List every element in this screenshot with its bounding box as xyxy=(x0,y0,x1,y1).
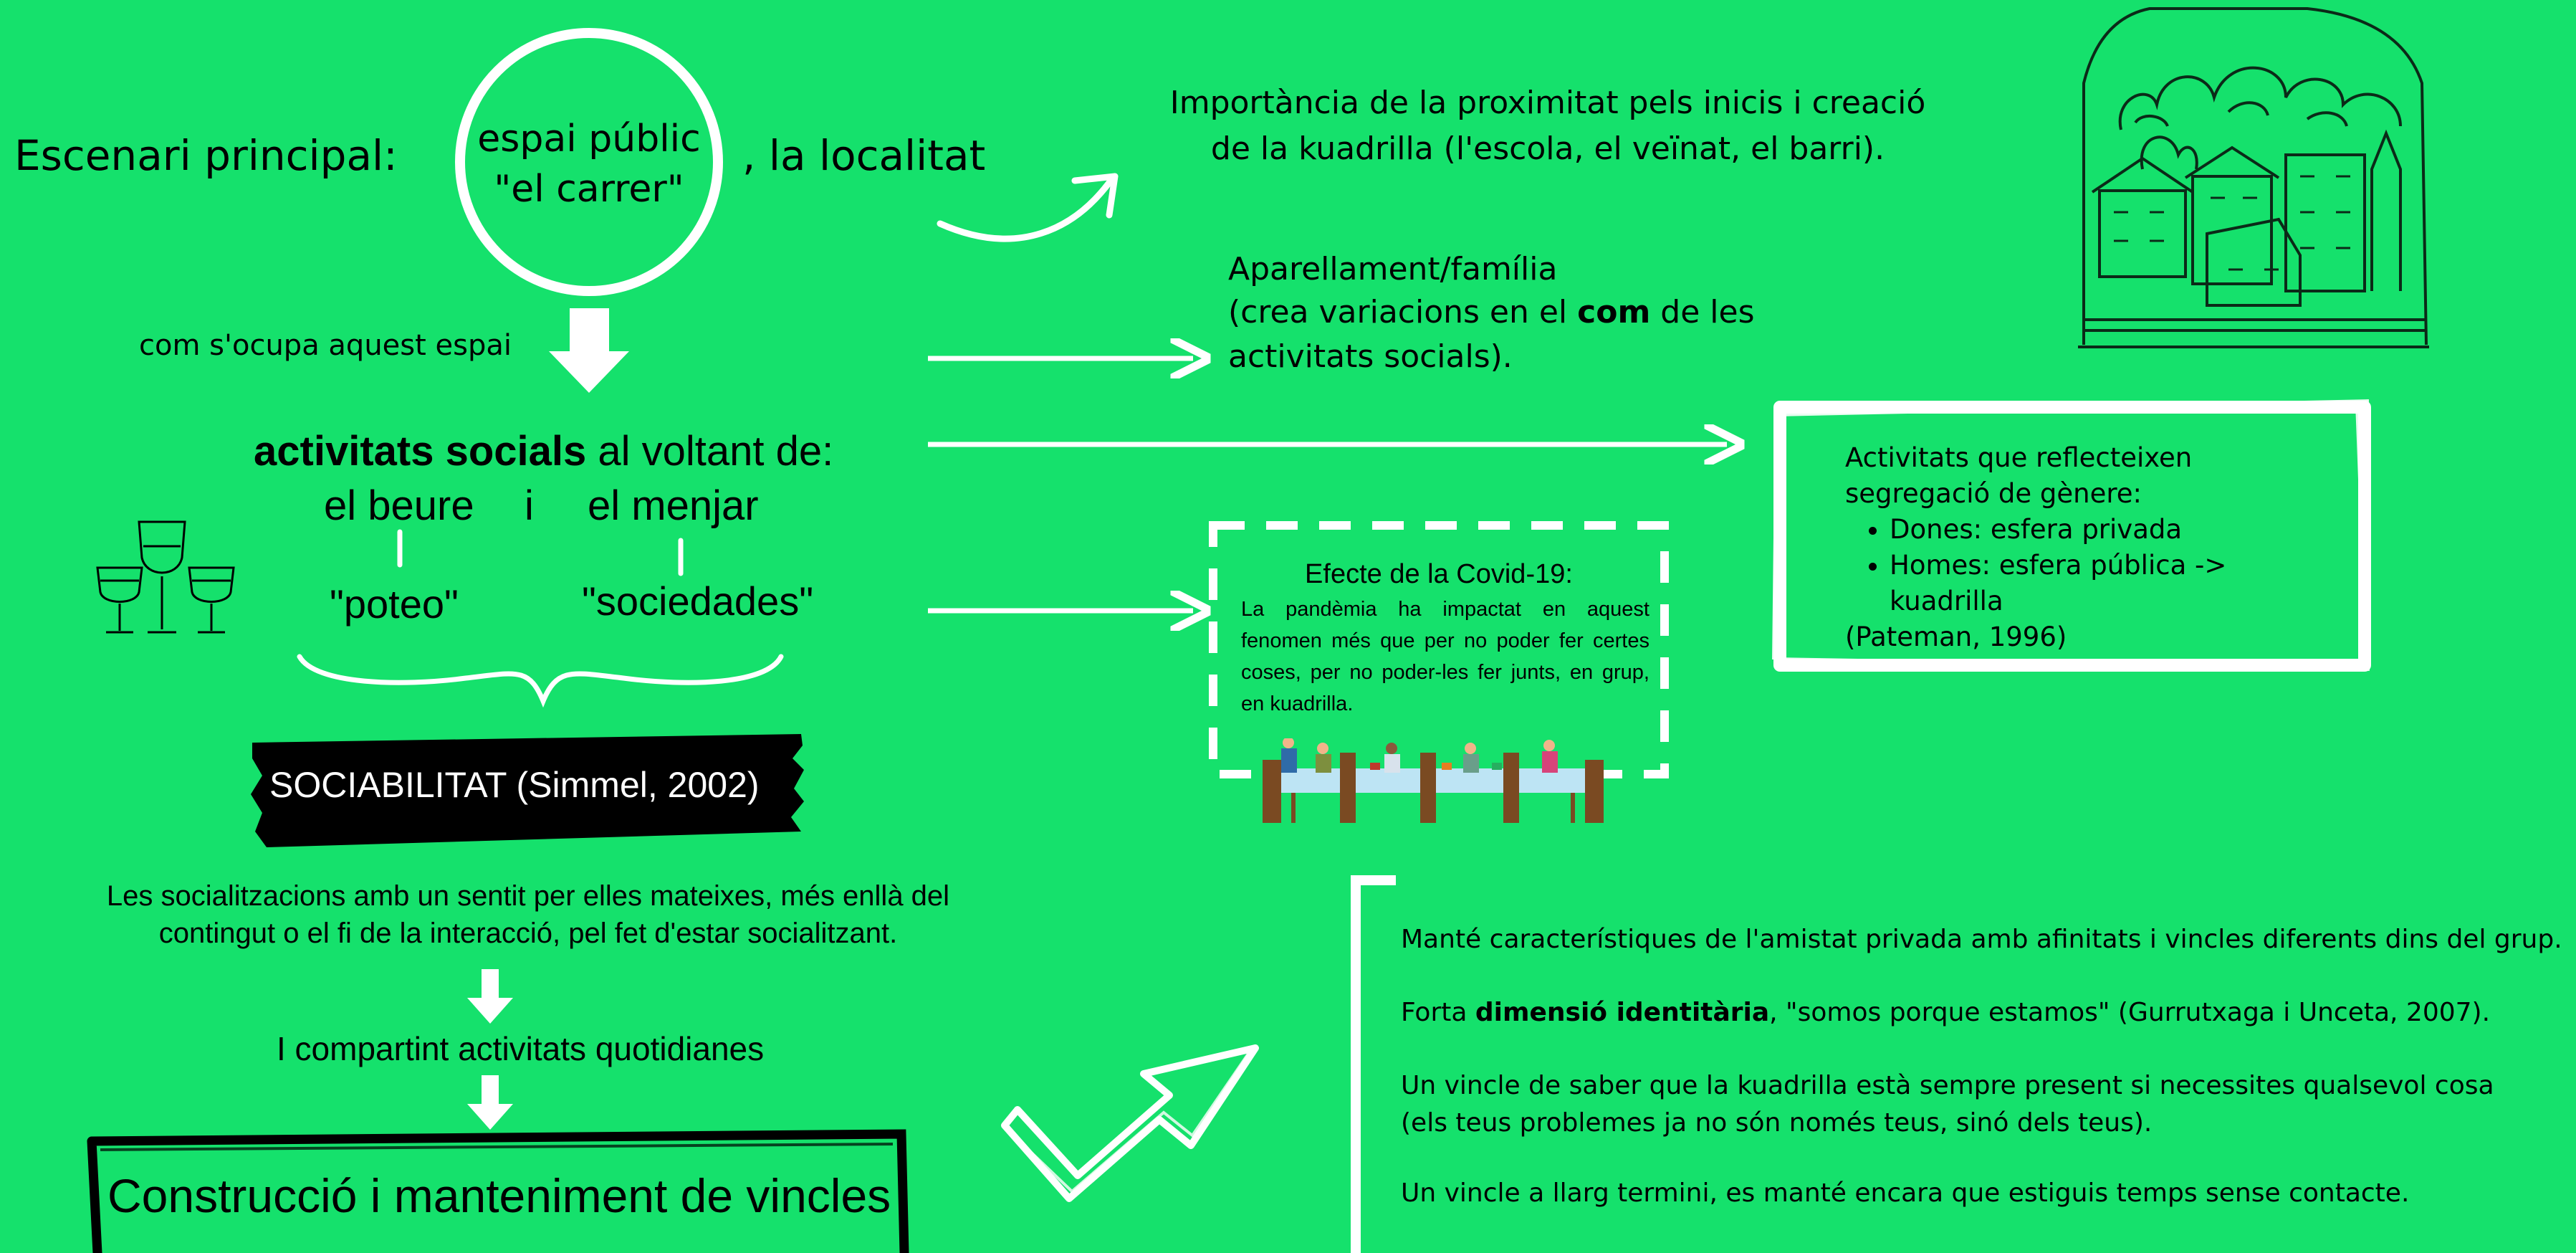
poteo-label: "poteo" xyxy=(330,581,459,626)
socialitzacions-line2: contingut o el fi de la interacció, pel … xyxy=(158,918,898,949)
bottom-p4: Un vincle a llarg termini, es manté enca… xyxy=(1401,1178,2410,1208)
activitats-heading: activitats socials al voltant de: xyxy=(254,427,833,475)
compartint-label: I compartint activitats quotidianes xyxy=(277,1030,765,1067)
genere-content: Activitats que reflecteixen segregació d… xyxy=(1845,440,2347,655)
construccio-label: Construcció i manteniment de vincles xyxy=(107,1169,891,1222)
sociedades-label: "sociedades" xyxy=(582,578,814,624)
genere-ref: (Pateman, 1996) xyxy=(1845,621,2067,652)
menjar-label: el menjar xyxy=(588,482,759,529)
conj-label: i xyxy=(525,482,534,529)
bottom-p3-line2: (els teus problemes ja no són només teus… xyxy=(1401,1108,2153,1138)
construccio-box-inner xyxy=(100,1143,894,1151)
activitats-rest: al voltant de: xyxy=(586,428,834,475)
aparellament-com: com xyxy=(1577,294,1651,330)
down-arrow-2 xyxy=(467,969,513,1024)
aparellament-line3: activitats socials). xyxy=(1228,338,1513,375)
aparellament-line2a: (crea variacions en el xyxy=(1228,294,1578,330)
circle-line1: espai públic xyxy=(477,118,701,161)
beure-label: el beure xyxy=(324,482,474,529)
socialitzacions-line1: Les socialitzacions amb un sentit per el… xyxy=(106,880,950,912)
sociabilitat-banner xyxy=(251,734,804,847)
curved-arrow-head xyxy=(1071,173,1119,219)
bottom-p1: Manté característiques de l'amistat priv… xyxy=(1401,925,2562,954)
espai-circle xyxy=(455,28,723,296)
aparellament-line1: Aparellament/família xyxy=(1228,251,1558,287)
genere-line2: segregació de gènere: xyxy=(1845,478,2142,509)
aparellament-line2: (crea variacions en el com de les xyxy=(1228,294,1755,330)
down-arrow xyxy=(549,308,629,393)
town-sketch-icon xyxy=(2078,7,2429,348)
genere-line1: Activitats que reflecteixen xyxy=(1845,442,2193,473)
dining-table-people-icon xyxy=(1263,738,1604,823)
covid-body: La pandèmia ha impactat en aquest fenome… xyxy=(1241,598,1649,715)
bottom-p2a: Forta xyxy=(1401,998,1475,1027)
genere-list: Dones: esfera privada Homes: esfera públ… xyxy=(1845,512,2347,619)
construccio-box xyxy=(87,1129,909,1253)
aparellament-line2c: de les xyxy=(1650,294,1755,330)
activitats-bold: activitats socials xyxy=(254,428,587,475)
bottom-p2c: , "somos porque estamos" (Gurrutxaga i U… xyxy=(1769,998,2491,1027)
importancia-line2: de la kuadrilla (l'escola, el veïnat, el… xyxy=(1210,130,1885,167)
importancia-line1: Importància de la proximitat pels inicis… xyxy=(1169,85,1926,121)
bottom-bracket xyxy=(1351,875,1396,1253)
sketch-arrow xyxy=(1001,1044,1259,1202)
covid-title: Efecte de la Covid-19: xyxy=(1305,559,1573,589)
bottom-p2: Forta dimensió identitària, "somos porqu… xyxy=(1401,998,2490,1027)
bottom-p2-bold: dimensió identitària xyxy=(1475,998,1770,1027)
sociabilitat-label: SOCIABILITAT (Simmel, 2002) xyxy=(269,765,760,805)
wine-glasses-icon xyxy=(96,520,235,634)
localitat-label: , la localitat xyxy=(742,131,986,180)
com-ocupa-label: com s'ocupa aquest espai xyxy=(139,329,512,362)
circle-line2: "el carrer" xyxy=(494,168,684,211)
genere-item-homes: Homes: esfera pública -> kuadrilla xyxy=(1890,548,2347,619)
bottom-p3-line1: Un vincle de saber que la kuadrilla està… xyxy=(1401,1071,2494,1100)
escenari-label: Escenari principal: xyxy=(14,131,398,180)
curly-brace xyxy=(297,654,784,708)
curved-arrow xyxy=(937,177,1114,242)
genere-item-dones: Dones: esfera privada xyxy=(1890,512,2347,548)
down-arrow-3 xyxy=(467,1075,513,1130)
